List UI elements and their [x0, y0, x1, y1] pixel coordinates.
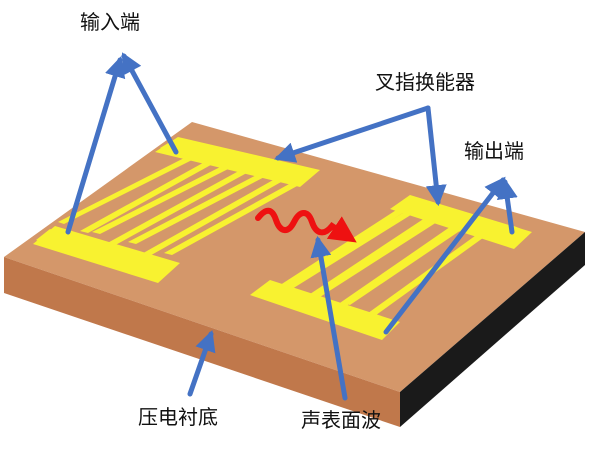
input-idt-top-pad: [160, 142, 180, 152]
output-idt-finger: [274, 205, 412, 291]
output-port-label: 输出端: [464, 139, 524, 163]
idt-arrow-left: [274, 105, 431, 163]
input-port-label: 输入端: [80, 10, 140, 34]
substrate-top-face: [4, 122, 585, 392]
substrate-label: 压电衬底: [138, 405, 218, 429]
saw-arrow: [310, 235, 348, 401]
input-idt-finger: [102, 167, 254, 248]
output-arrow-right: [496, 177, 518, 235]
input-arrow-left: [65, 55, 126, 235]
substrate-side-face: [400, 232, 585, 427]
input-idt-bottom-pad: [36, 229, 60, 244]
output-idt-finger: [334, 220, 468, 309]
input-idt-finger: [164, 178, 308, 255]
input-idt-top-bus: [155, 137, 320, 187]
output-idt-finger: [304, 212, 442, 300]
input-idt-bottom-bus: [33, 226, 180, 283]
input-idt-finger: [58, 154, 200, 224]
output-arrow-left: [383, 176, 506, 335]
idt-label: 叉指换能器: [375, 70, 475, 94]
input-idt-finger: [138, 175, 290, 258]
saw-label: 声表面波: [301, 408, 381, 432]
callout-arrows: [65, 52, 518, 401]
output-idt-finger: [284, 206, 422, 289]
substrate-arrow: [187, 330, 216, 397]
idt-arrow-right: [425, 105, 447, 207]
input-idt-finger: [128, 170, 274, 244]
output-idt-bottom-bus: [250, 280, 400, 340]
input-idt-finger: [80, 159, 218, 233]
input-arrow-right: [121, 52, 179, 155]
input-idt-finger: [92, 162, 238, 234]
saw-wave-arrow: [255, 207, 357, 243]
input-idt: [33, 137, 320, 283]
